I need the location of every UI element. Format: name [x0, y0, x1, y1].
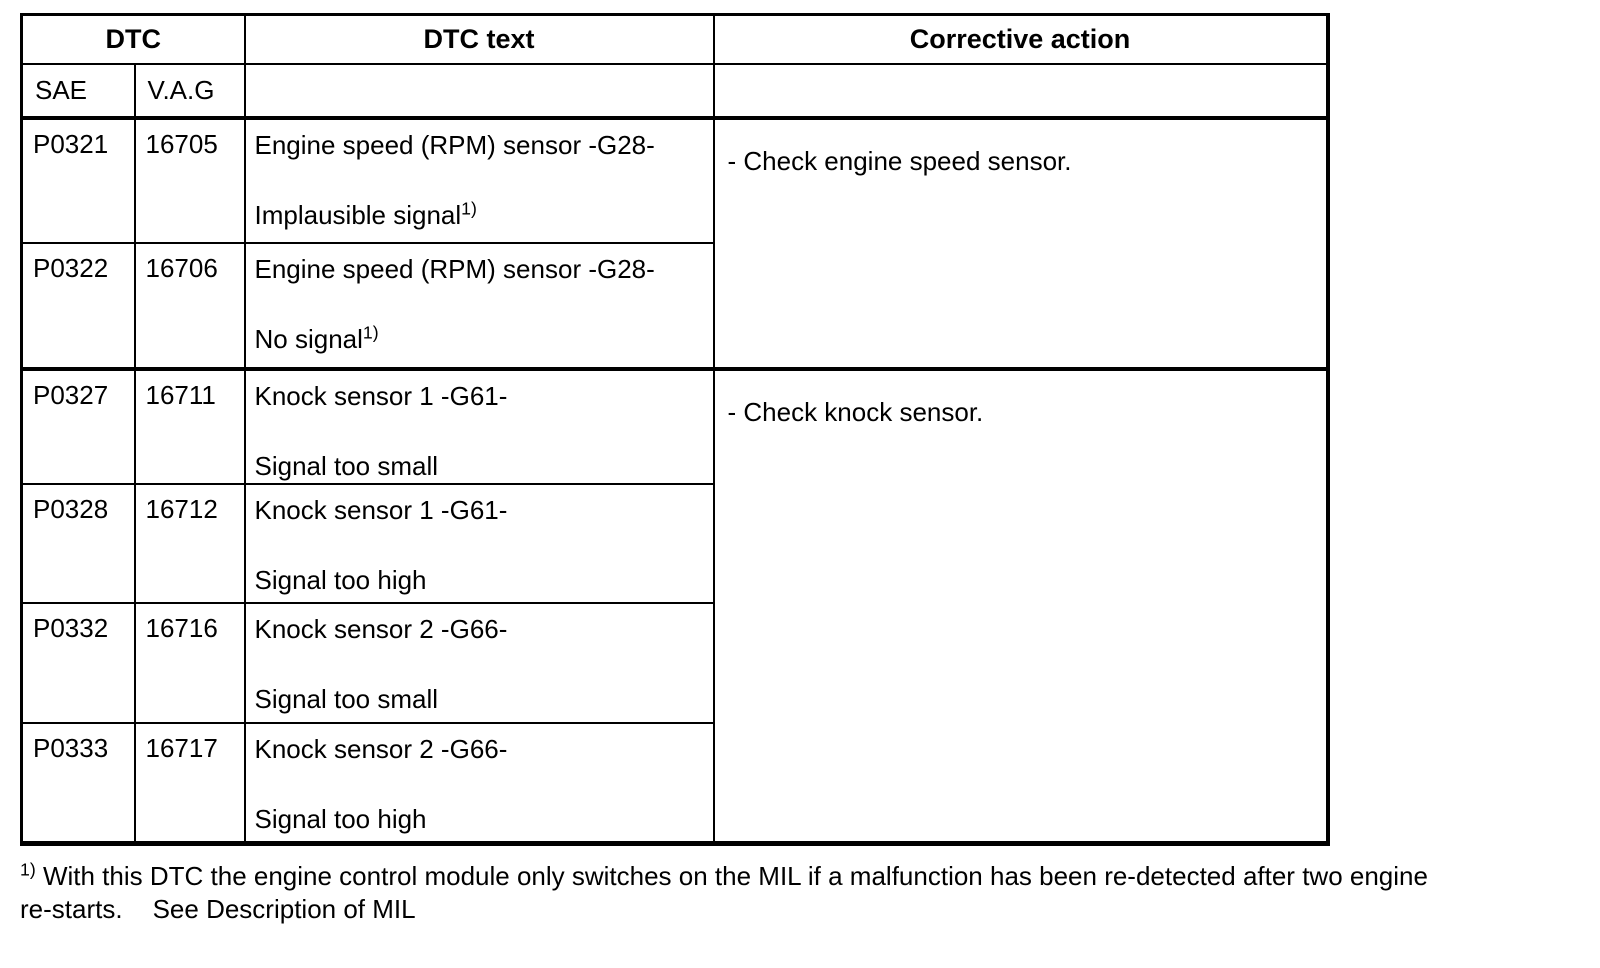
subheader-empty-dtc-text — [243, 62, 715, 120]
table-row: P0327 16711 Knock sensor 1 -G61- Signal … — [20, 367, 1329, 845]
col-subheader-sae: SAE — [20, 62, 136, 120]
footnote-ref-superscript: 1) — [362, 321, 379, 342]
vag-code-cell: 16716 — [133, 601, 246, 724]
dtc-text-line2: Signal too small — [254, 683, 439, 714]
table-row: P0321 16705 Engine speed (RPM) sensor -G… — [20, 116, 1329, 371]
col-header-dtc: DTC — [20, 13, 246, 65]
vag-code-cell: 16711 — [133, 367, 246, 485]
dtc-text-line1: Knock sensor 2 -G66- — [254, 613, 508, 644]
table-subheader-row: SAE V.A.G — [20, 62, 1329, 120]
sae-code-cell: P0327 — [20, 367, 136, 485]
dtc-text-cell: Engine speed (RPM) sensor -G28- Implausi… — [243, 116, 715, 244]
sae-code-cell: P0321 — [20, 116, 136, 244]
col-subheader-vag: V.A.G — [133, 62, 246, 120]
dtc-text-line2: Signal too high — [254, 803, 427, 834]
dtc-table: DTC DTC text Corrective action SAE V.A.G… — [20, 13, 1330, 846]
dtc-text-line1: Engine speed (RPM) sensor -G28- — [254, 129, 655, 160]
dtc-text-line1: Knock sensor 1 -G61- — [254, 380, 508, 411]
table-row: P0328 16712 Knock sensor 1 -G61- Signal … — [20, 482, 1328, 604]
subheader-empty-corrective — [712, 62, 1329, 120]
sae-code-cell: P0328 — [20, 482, 136, 604]
dtc-text-cell: Knock sensor 1 -G61- Signal too small — [243, 367, 715, 485]
sae-code-cell: P0333 — [20, 721, 136, 845]
dtc-text-cell: Knock sensor 2 -G66- Signal too high — [243, 721, 715, 845]
vag-code-cell: 16712 — [133, 482, 246, 604]
sae-code-cell: P0332 — [20, 601, 136, 724]
corrective-action-text: - Check knock sensor. — [727, 396, 984, 427]
col-header-dtc-text: DTC text — [243, 13, 715, 65]
dtc-text-line2: Implausible signal1) — [254, 197, 477, 230]
table-row: P0322 16706 Engine speed (RPM) sensor -G… — [20, 241, 1328, 371]
dtc-text-line1: Engine speed (RPM) sensor -G28- — [254, 253, 655, 284]
corrective-action-cell: - Check knock sensor. — [712, 367, 1329, 845]
vag-code-cell: 16717 — [133, 721, 246, 845]
footnote-line1: With this DTC the engine control module … — [42, 861, 1428, 891]
footnote: 1) With this DTC the engine control modu… — [20, 860, 1580, 926]
col-header-corrective-action: Corrective action — [712, 13, 1329, 65]
vag-code-cell: 16706 — [133, 241, 246, 371]
dtc-text-cell: Knock sensor 2 -G66- Signal too small — [243, 601, 715, 724]
vag-code-cell: 16705 — [133, 116, 246, 244]
dtc-text-line1: Knock sensor 1 -G61- — [254, 494, 508, 525]
table-row: P0332 16716 Knock sensor 2 -G66- Signal … — [20, 601, 1328, 724]
corrective-action-text: - Check engine speed sensor. — [727, 145, 1072, 176]
footnote-marker: 1) — [20, 859, 36, 880]
sae-code-cell: P0322 — [20, 241, 136, 371]
dtc-text-cell: Knock sensor 1 -G61- Signal too high — [243, 482, 715, 604]
table-header-row: DTC DTC text Corrective action — [20, 13, 1329, 65]
dtc-text-line2: Signal too high — [254, 564, 427, 595]
footnote-ref-superscript: 1) — [461, 197, 477, 218]
footnote-reference-text: See Description of MIL — [152, 894, 416, 924]
dtc-text-line2: No signal1) — [254, 321, 379, 354]
table-row: P0333 16717 Knock sensor 2 -G66- Signal … — [20, 721, 1328, 845]
corrective-action-cell: - Check engine speed sensor. — [712, 116, 1329, 371]
footnote-line2: re-starts. — [20, 894, 123, 924]
dtc-text-cell: Engine speed (RPM) sensor -G28- No signa… — [243, 241, 715, 371]
dtc-text-line1: Knock sensor 2 -G66- — [254, 733, 508, 764]
dtc-text-line2: Signal too small — [254, 450, 439, 481]
